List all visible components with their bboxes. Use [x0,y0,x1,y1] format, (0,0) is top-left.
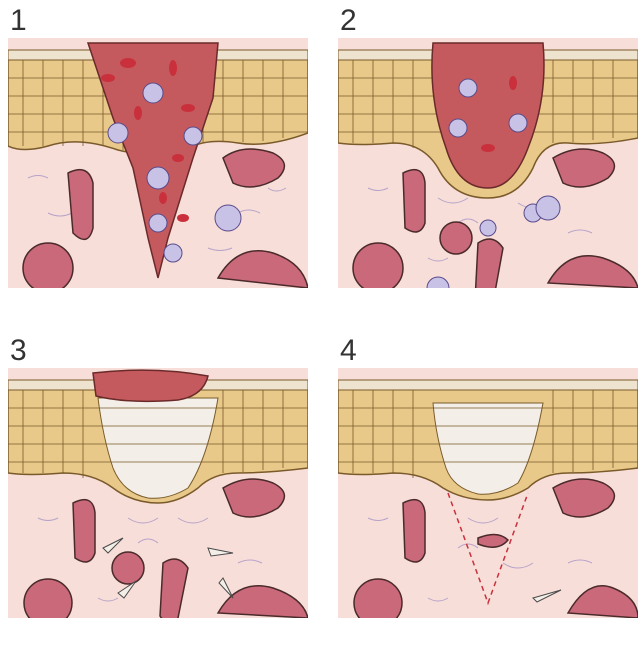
blood-vessels [353,478,638,618]
stage-1-panel: 1 [8,4,308,288]
blood-vessels [23,478,308,618]
scar-outline [447,492,529,606]
stage-3-panel: 3 [8,334,308,618]
blood-vessels [22,148,308,288]
blood-vessels [352,148,638,288]
stage-4-panel: 4 [338,334,638,618]
stage-2-panel: 2 [338,4,638,288]
stage-1-illustration [8,38,308,288]
stage-4-illustration [338,368,638,618]
red-blood-cells [101,58,195,222]
epidermis-cells [338,388,638,478]
stratum-corneum [338,379,638,391]
fibroblasts [532,589,562,603]
stage-4-number: 4 [340,334,357,367]
stage-2-number: 2 [340,4,357,37]
red-blood-cells [481,76,517,152]
fibroblasts [102,537,234,599]
epidermis-cells [8,388,308,478]
stage-2-illustration [338,38,638,288]
collagen-fibers [37,517,263,602]
collagen-fibers [367,517,593,602]
scab [92,369,209,403]
stage-1-number: 1 [10,4,27,37]
blood-clot [86,42,219,279]
leukocytes [426,78,561,288]
leukocytes [107,82,242,263]
stage-3-illustration [8,368,308,618]
new-epithelium [97,397,219,499]
stage-3-number: 3 [10,334,27,367]
collagen-fibers [367,187,593,262]
